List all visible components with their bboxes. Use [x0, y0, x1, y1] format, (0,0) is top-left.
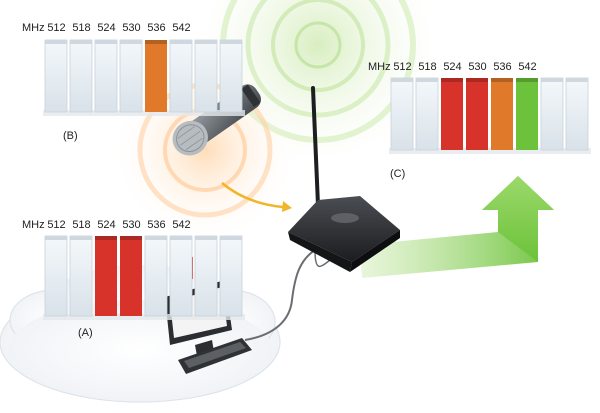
channel-slot-cap-a-3 — [120, 236, 142, 240]
freq-c-0: 512 — [393, 61, 412, 73]
channel-strip-shadow — [389, 148, 591, 154]
channel-slot-cap-a-6 — [195, 236, 217, 240]
freq-c-2: 524 — [443, 61, 462, 73]
unit-c: MHz — [368, 61, 391, 73]
freq-c-4: 536 — [493, 61, 512, 73]
channel-slot-cap-a-1 — [70, 236, 92, 240]
channel-slot-cap-c-1 — [416, 78, 438, 82]
channel-slot-b-2 — [94, 39, 118, 113]
freq-a-1: 518 — [72, 219, 91, 231]
signal-arrow — [221, 182, 284, 209]
channel-slot-cap-a-0 — [45, 236, 67, 240]
freq-a-2: 524 — [97, 219, 116, 231]
channel-slot-cap-b-2 — [95, 40, 117, 44]
channel-slot-cap-b-4 — [145, 40, 167, 44]
freq-a-3: 530 — [122, 219, 141, 231]
freq-b-0: 512 — [47, 22, 66, 34]
channel-slot-cap-b-1 — [70, 40, 92, 44]
channel-slot-a-5 — [169, 235, 193, 317]
freq-c-5: 542 — [518, 61, 537, 73]
cable-receiver-to-computer — [244, 249, 316, 341]
channel-slot-b-7 — [219, 39, 243, 113]
channel-slot-c-1 — [415, 77, 439, 151]
channel-slot-cap-b-0 — [45, 40, 67, 44]
channel-slot-c-2 — [441, 78, 463, 150]
channel-strip-shadow — [43, 110, 245, 116]
freq-c-1: 518 — [418, 61, 437, 73]
channel-slot-cap-a-4 — [145, 236, 167, 240]
channel-slot-c-0 — [390, 77, 414, 151]
channel-slot-cap-c-4 — [491, 78, 513, 82]
channel-slot-a-7 — [219, 235, 243, 317]
channel-slot-a-1 — [69, 235, 93, 317]
channel-slot-c-7 — [565, 77, 589, 151]
freq-b-2: 524 — [97, 22, 116, 34]
label-a: (A) — [78, 327, 93, 339]
channel-slot-c-5 — [516, 78, 538, 150]
channel-slot-cap-a-5 — [170, 236, 192, 240]
channel-slot-a-4 — [144, 235, 168, 317]
label-c: (C) — [390, 168, 406, 180]
freq-a-5: 542 — [172, 219, 191, 231]
channel-slot-c-6 — [540, 77, 564, 151]
channel-slot-cap-a-2 — [95, 236, 117, 240]
channel-slot-cap-b-7 — [220, 40, 242, 44]
channel-slot-cap-b-5 — [170, 40, 192, 44]
channel-slot-cap-c-7 — [566, 78, 588, 82]
channel-slot-c-3 — [466, 78, 488, 150]
channel-slot-c-4 — [491, 78, 513, 150]
channel-slot-b-4 — [145, 40, 167, 112]
freq-b-5: 542 — [172, 22, 191, 34]
channel-slot-a-2 — [95, 236, 117, 316]
channel-slot-cap-c-0 — [391, 78, 413, 82]
receiver-lead — [314, 249, 331, 267]
coordination-arrow — [360, 176, 554, 278]
freq-b-1: 518 — [72, 22, 91, 34]
unit-a: MHz — [22, 219, 45, 231]
channel-strip-c — [389, 77, 591, 154]
channel-slot-cap-c-3 — [466, 78, 488, 82]
channel-slot-cap-a-7 — [220, 236, 242, 240]
channel-slot-a-6 — [194, 235, 218, 317]
channel-slot-a-0 — [44, 235, 68, 317]
channel-slot-b-0 — [44, 39, 68, 113]
channel-strip-b — [43, 39, 245, 116]
freq-a-0: 512 — [47, 219, 66, 231]
channel-strip-a — [43, 235, 245, 320]
keyboard-icon — [178, 338, 252, 374]
unit-b: MHz — [22, 22, 45, 34]
channel-slot-a-3 — [120, 236, 142, 316]
freq-c-3: 530 — [468, 61, 487, 73]
freq-b-4: 536 — [147, 22, 166, 34]
channel-slot-b-3 — [119, 39, 143, 113]
freq-b-3: 530 — [122, 22, 141, 34]
channel-slot-cap-b-3 — [120, 40, 142, 44]
channel-slot-cap-c-2 — [441, 78, 463, 82]
freq-a-4: 536 — [147, 219, 166, 231]
channel-strip-shadow — [43, 314, 245, 320]
channel-slot-cap-b-6 — [195, 40, 217, 44]
wireless-receiver-icon — [288, 86, 400, 272]
channel-slot-cap-c-6 — [541, 78, 563, 82]
channel-slot-cap-c-5 — [516, 78, 538, 82]
label-b: (B) — [63, 130, 78, 142]
channel-slot-b-6 — [194, 39, 218, 113]
channel-slot-b-5 — [169, 39, 193, 113]
channel-slot-b-1 — [69, 39, 93, 113]
